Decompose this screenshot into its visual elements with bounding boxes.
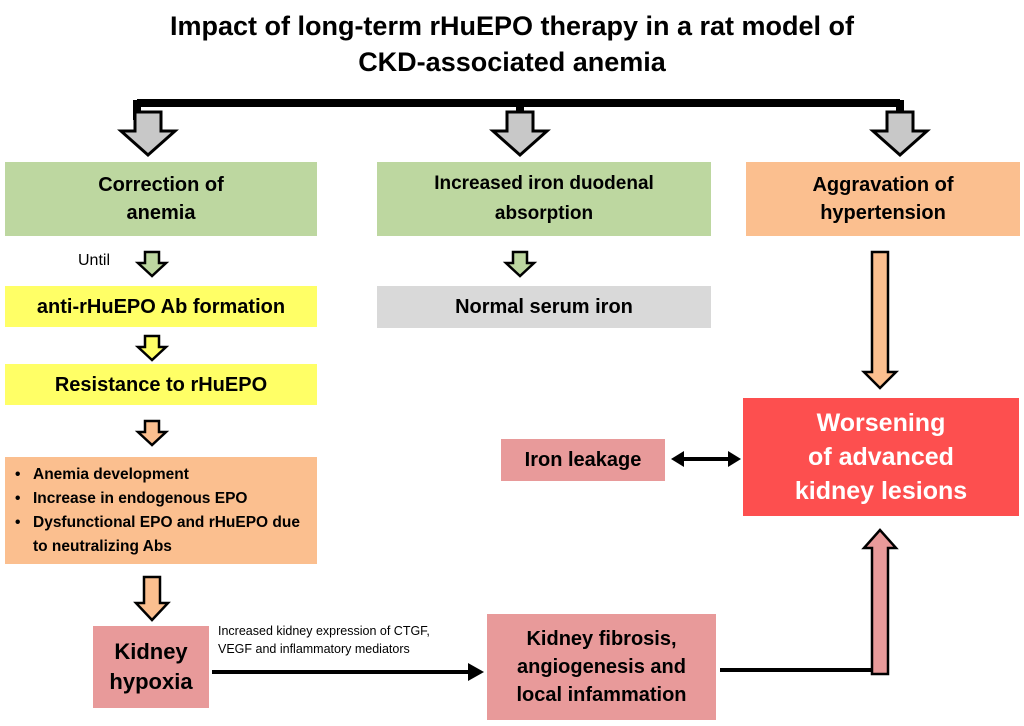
- down-arrow-green-middle: [502, 250, 538, 278]
- fibrosis-line-2: angiogenesis and: [517, 656, 686, 678]
- down-arrow-gray-right: [869, 110, 931, 158]
- up-arrow-pink-long: [861, 528, 899, 676]
- correction-line-1: Correction of: [98, 174, 224, 196]
- bullet-endogenous-epo: Increase in endogenous EPO: [33, 490, 248, 507]
- normal-serum-iron-box: Normal serum iron: [377, 286, 711, 328]
- correction-line-2: anemia: [126, 202, 196, 224]
- iron-leakage-box: Iron leakage: [501, 439, 665, 481]
- iron-absorption-box: Increased iron duodenal absorption: [377, 162, 711, 236]
- hypertension-line-2: hypertension: [820, 202, 946, 224]
- hypoxia-line-1: Kidney: [114, 639, 188, 664]
- kidney-hypoxia-box: Kidney hypoxia: [93, 626, 209, 708]
- down-arrow-gray-middle: [489, 110, 551, 158]
- hypoxia-line-2: hypoxia: [109, 669, 193, 694]
- hypoxia-to-fibrosis-head: [468, 663, 484, 681]
- expression-line-2: VEGF and inflammatory mediators: [218, 642, 410, 656]
- down-arrow-peach-2: [133, 575, 171, 622]
- worsening-line-3: kidney lesions: [794, 477, 968, 505]
- fibrosis-line-3: local infammation: [516, 684, 687, 706]
- resistance-box: Resistance to rHuEPO: [5, 364, 317, 405]
- worsening-line-2: of advanced: [808, 443, 954, 471]
- diagram-title: Impact of long-term rHuEPO therapy in a …: [0, 8, 1024, 80]
- aggravation-hypertension-box: Aggravation of hypertension: [746, 162, 1020, 236]
- down-arrow-green-left: [134, 250, 170, 278]
- absorption-line-2: absorption: [494, 203, 594, 224]
- fibrosis-line-1: Kidney fibrosis,: [526, 628, 677, 650]
- title-line-1: Impact of long-term rHuEPO therapy in a …: [169, 11, 855, 41]
- double-arrow-left-head: [671, 451, 684, 467]
- expression-line-1: Increased kidney expression of CTGF,: [218, 624, 430, 638]
- down-arrow-peach-long: [860, 250, 900, 390]
- down-arrow-yellow-1: [134, 334, 170, 362]
- hypertension-line-1: Aggravation of: [812, 174, 954, 196]
- bullet-dysfunctional-epo: Dysfunctional EPO and rHuEPO due to neut…: [33, 514, 300, 555]
- down-arrow-peach-1: [134, 419, 170, 447]
- until-label: Until: [78, 252, 111, 269]
- worsening-line-1: Worsening: [816, 409, 946, 437]
- bullet-anemia: Anemia development: [33, 466, 189, 483]
- list-item: •Increase in endogenous EPO: [15, 487, 309, 511]
- double-arrow-right-head: [728, 451, 741, 467]
- ab-formation-box: anti-rHuEPO Ab formation: [5, 286, 317, 327]
- list-item: •Anemia development: [15, 463, 309, 487]
- kidney-fibrosis-box: Kidney fibrosis, angiogenesis and local …: [487, 614, 716, 720]
- title-line-2: CKD-associated anemia: [358, 47, 666, 77]
- worsening-kidney-lesions-box: Worsening of advanced kidney lesions: [743, 398, 1019, 516]
- down-arrow-gray-left-shape: [117, 110, 179, 158]
- absorption-line-1: Increased iron duodenal: [434, 173, 654, 194]
- consequences-list: •Anemia development •Increase in endogen…: [5, 457, 317, 564]
- correction-of-anemia-box: Correction of anemia: [5, 162, 317, 236]
- expression-note: Increased kidney expression of CTGF, VEG…: [218, 622, 480, 658]
- list-item: •Dysfunctional EPO and rHuEPO due to neu…: [15, 511, 309, 559]
